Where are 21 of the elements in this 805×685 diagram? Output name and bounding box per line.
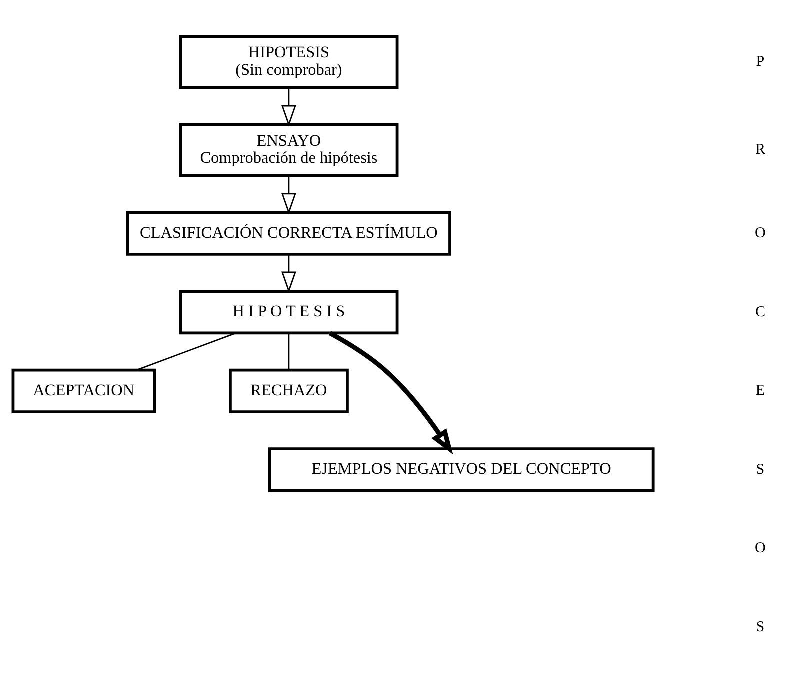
node-box: ENSAYO Comprobación de hipótesis — [179, 123, 399, 178]
arrow — [328, 331, 454, 455]
node-box: H I P O T E S I S — [179, 290, 399, 335]
arrow — [282, 254, 296, 294]
label: S — [756, 619, 765, 636]
connector — [136, 332, 236, 371]
node-box: HIPOTESIS (Sin comprobar) — [179, 35, 399, 90]
label: P — [756, 54, 765, 70]
arrow — [282, 88, 296, 127]
label: S — [756, 462, 765, 478]
label: C — [755, 304, 766, 320]
label: O — [755, 226, 766, 242]
node-box: EJEMPLOS NEGATIVOS DEL CONCEPTO — [268, 448, 655, 492]
connector — [288, 334, 290, 370]
node-box: RECHAZO — [229, 368, 349, 414]
label: E — [756, 383, 766, 400]
label: R — [755, 142, 766, 158]
arrow — [282, 176, 296, 215]
node-box: CLASIFICACIÓN CORRECTA ESTÍMULO — [126, 211, 452, 256]
node-box: ACEPTACION — [12, 368, 156, 414]
label: O — [755, 540, 766, 557]
